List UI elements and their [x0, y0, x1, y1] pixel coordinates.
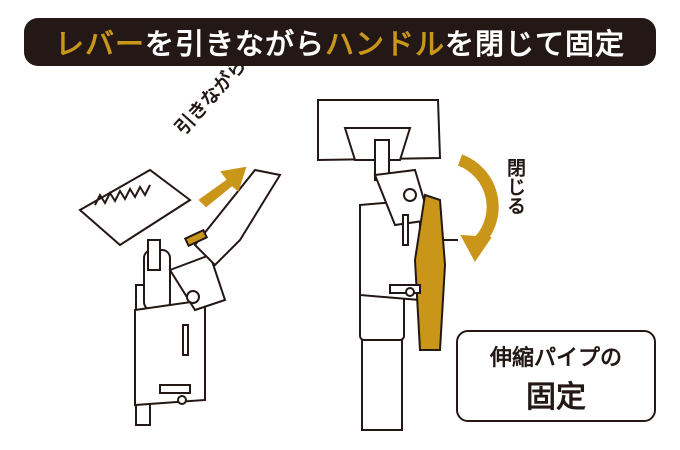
close-arrow-icon	[457, 154, 499, 250]
title-pulling: を引きながら	[144, 27, 325, 61]
pull-arrow-icon	[198, 166, 247, 208]
right-handle	[413, 193, 447, 351]
left-lever	[183, 228, 209, 248]
title-banner: レバーを引きながらハンドルを閉じて固定	[24, 18, 656, 66]
callout-line2: 固定	[526, 380, 586, 415]
title-handle: ハンドル	[325, 27, 446, 61]
right-device-illustration	[317, 99, 499, 431]
left-screw	[147, 239, 161, 271]
right-lower-pipe	[361, 329, 403, 431]
callout-box: 伸縮パイプの 固定	[456, 330, 656, 422]
callout-line1: 伸縮パイプの	[489, 346, 622, 371]
title-lever: レバー	[54, 27, 145, 61]
left-head-plate	[78, 168, 192, 247]
close-label: 閉じる	[504, 158, 526, 215]
title-close-fix: を閉じて固定	[445, 27, 626, 61]
left-handle	[193, 168, 282, 267]
left-device-illustration	[78, 166, 282, 426]
